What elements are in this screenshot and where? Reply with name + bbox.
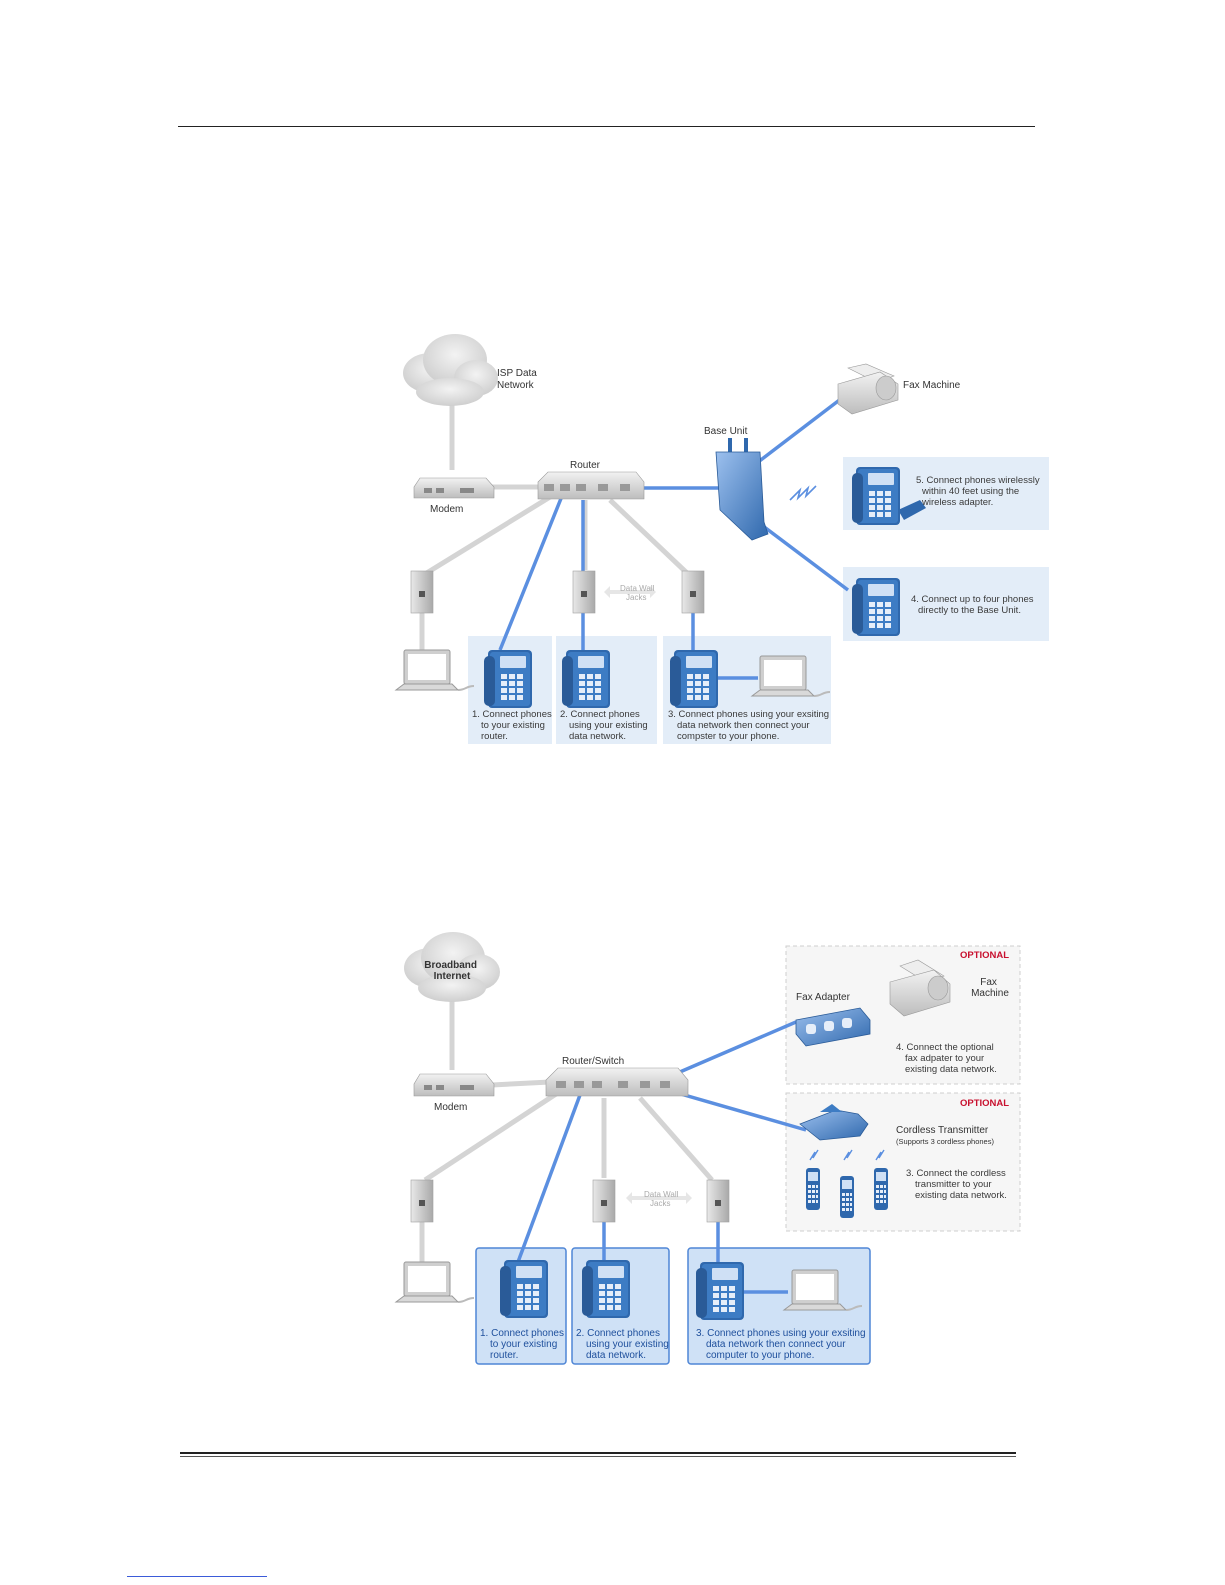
cordless-sub-label: (Supports 3 cordless phones) (896, 1137, 994, 1146)
wall-jack-icon (592, 1179, 616, 1223)
caption-1: 1. Connect phones to your existing route… (472, 709, 554, 742)
caption-fax: 4. Connect the optional fax adpater to y… (896, 1042, 997, 1075)
modem-label: Modem (434, 1102, 467, 1113)
desk-phone-icon (696, 1262, 744, 1320)
gray-cables (419, 990, 714, 1262)
desk-phone-icon (852, 467, 900, 525)
gray-cables (419, 390, 690, 652)
wall-jack-icon (572, 570, 596, 614)
cordless-phone-icon (806, 1168, 820, 1210)
wall-jack-icon (706, 1179, 730, 1223)
jacks-arrow-icon (604, 586, 656, 598)
cloud-label: ISP Data Network (497, 368, 540, 391)
diagram-2: OPTIONAL OPTIONAL (395, 932, 1021, 1365)
wall-jack-icon (410, 1179, 434, 1223)
wireless-signal-icon (809, 1149, 885, 1161)
jacks-label: Data Wall Jacks (620, 584, 657, 602)
wall-jack-icon (681, 570, 705, 614)
modem-icon (413, 477, 495, 499)
cloud-icon (403, 334, 498, 406)
desk-phone-icon (562, 650, 610, 708)
modem-label: Modem (430, 504, 463, 515)
caption-3: 3. Connect phones using your exsiting da… (696, 1328, 868, 1361)
footer-rule (180, 1452, 1016, 1454)
router-switch-icon (545, 1067, 689, 1097)
caption-4: 4. Connect up to four phones directly to… (911, 594, 1036, 616)
blue-cables (498, 393, 850, 680)
optional-cordless-panel (785, 1092, 1021, 1232)
optional-label-2: OPTIONAL (960, 1098, 1009, 1109)
jacks-label: Data Wall Jacks (644, 1190, 681, 1208)
cloud-label: Broadband Internet (424, 960, 480, 982)
optional-label-1: OPTIONAL (960, 950, 1009, 961)
caption-5: 5. Connect phones wirelessly within 40 f… (916, 475, 1042, 508)
jacks-arrow-icon (626, 1192, 692, 1204)
fax-label: Fax Machine (971, 977, 1009, 999)
caption-2: 2. Connect phones using your existing da… (576, 1328, 672, 1361)
footer-rule-thin (180, 1456, 1016, 1457)
router-icon (537, 471, 645, 500)
desk-phone-icon (670, 650, 718, 708)
cordless-phone-icon (840, 1176, 854, 1218)
caption-3: 3. Connect phones using your exsiting da… (668, 709, 832, 742)
desk-phone-icon (484, 650, 532, 708)
desk-phone-icon (852, 578, 900, 636)
router-label: Router (570, 460, 601, 471)
fax-machine-icon (837, 363, 899, 415)
base-unit-label: Base Unit (704, 426, 748, 437)
wireless-signal-icon (789, 485, 817, 501)
desk-phone-icon (582, 1260, 630, 1318)
cloud-icon (404, 932, 500, 1002)
cordless-transmitter-icon (799, 1104, 869, 1141)
wireless-adapter-icon (898, 500, 926, 520)
desk-phone-icon (500, 1260, 548, 1318)
caption-1: 1. Connect phones to your existing route… (480, 1328, 567, 1361)
fax-machine-icon (889, 959, 951, 1017)
fax-adapter-icon (795, 1007, 871, 1047)
diagram-1: ISP Data Network Modem Router Base Unit (395, 334, 1049, 744)
cordless-label: Cordless Transmitter (896, 1125, 989, 1136)
fax-adapter-label: Fax Adapter (796, 992, 851, 1003)
footnote-link-underline[interactable] (127, 1576, 267, 1577)
cordless-phone-icon (874, 1168, 888, 1210)
header-rule (178, 126, 1035, 127)
fax-label: Fax Machine (903, 380, 961, 391)
caption-cordless: 3. Connect the cordless transmitter to y… (906, 1168, 1008, 1201)
router-label: Router/Switch (562, 1056, 624, 1067)
wall-jack-icon (410, 570, 434, 614)
laptop-icon (395, 1261, 475, 1303)
caption-2: 2. Connect phones using your existing da… (560, 709, 650, 742)
laptop-icon (395, 649, 475, 691)
base-unit-icon (715, 438, 769, 541)
modem-icon (413, 1073, 495, 1097)
